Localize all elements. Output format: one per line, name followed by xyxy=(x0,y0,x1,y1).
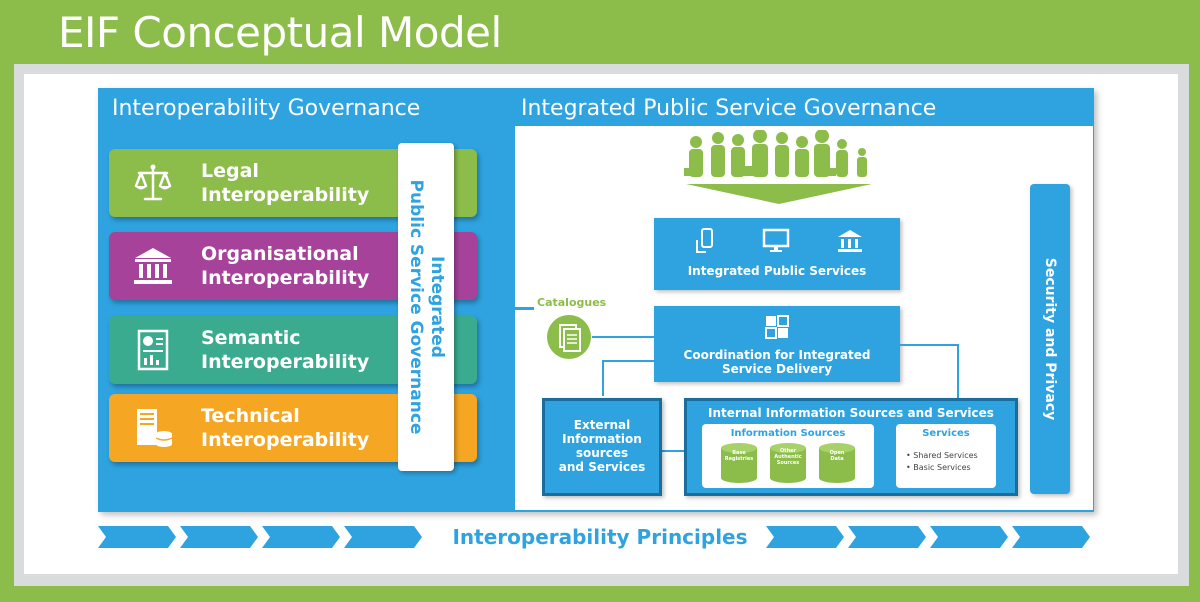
puzzle-icon xyxy=(765,315,789,339)
coordination-box: Coordination for Integrated Service Deli… xyxy=(654,306,900,382)
database-icon xyxy=(770,443,806,483)
document-chart-icon xyxy=(137,329,169,371)
people-group-icon xyxy=(684,130,872,204)
information-sources-box: Information Sources Base Registries Othe… xyxy=(702,424,874,488)
internal-information-box: Internal Information Sources and Service… xyxy=(684,398,1018,496)
list-item: • Basic Services xyxy=(906,463,971,472)
connector-coord-left-h xyxy=(603,360,654,362)
mobile-hand-icon xyxy=(696,228,713,253)
interoperability-governance-label: Interoperability Governance xyxy=(112,96,421,121)
database-icon xyxy=(819,443,855,483)
internal-information-title: Internal Information Sources and Service… xyxy=(708,406,994,420)
security-privacy-bar: Security and Privacy xyxy=(1030,184,1070,494)
layer-legal-label: Legal Interoperability xyxy=(201,160,370,206)
scales-icon xyxy=(134,164,172,201)
connector-coord-right-v xyxy=(957,344,959,398)
connector-catalogues xyxy=(592,336,654,338)
interoperability-principles-label: Interoperability Principles xyxy=(452,525,748,549)
information-sources-title: Information Sources xyxy=(730,428,846,439)
connector-line-governance xyxy=(454,307,534,310)
layer-technical-label: Technical Interoperability xyxy=(201,405,370,451)
source-other-authentic-label: Other Authentic Sources xyxy=(774,448,802,466)
catalogues-label: Catalogues xyxy=(537,296,607,309)
catalogues-icon xyxy=(547,315,591,359)
integrated-governance-vertical-label: Integrated Public Service Governance xyxy=(406,179,447,435)
connector-ext-int xyxy=(662,450,684,452)
integrated-public-service-governance-label: Integrated Public Service Governance xyxy=(521,96,937,121)
services-box: Services • Shared Services • Basic Servi… xyxy=(896,424,996,488)
principles-chevrons xyxy=(98,526,1090,548)
coordination-label: Coordination for Integrated Service Deli… xyxy=(683,348,871,376)
source-base-registries-label: Base Registries xyxy=(724,450,754,462)
integrated-public-services-label: Integrated Public Services xyxy=(687,264,867,278)
integrated-governance-vertical: Integrated Public Service Governance xyxy=(398,143,454,471)
services-list: • Shared Services • Basic Services xyxy=(906,450,978,474)
server-icon xyxy=(137,409,173,447)
external-information-box: External Information sources and Service… xyxy=(542,398,662,496)
list-item: • Shared Services xyxy=(906,451,978,460)
page-title: EIF Conceptual Model xyxy=(58,8,502,57)
database-icon xyxy=(721,443,757,483)
connector-coord-right-h xyxy=(900,344,958,346)
monitor-icon xyxy=(762,228,790,252)
integrated-public-services-box: Integrated Public Services xyxy=(654,218,900,290)
services-title: Services xyxy=(922,428,970,439)
security-privacy-label: Security and Privacy xyxy=(1042,257,1058,421)
institution-icon xyxy=(838,230,862,252)
layer-semantic-label: Semantic Interoperability xyxy=(201,327,370,373)
external-information-label: External Information sources and Service… xyxy=(558,418,646,474)
layer-organisational-label: Organisational Interoperability xyxy=(201,243,370,289)
institution-icon xyxy=(134,248,172,284)
source-open-data-label: Open Data xyxy=(829,450,845,462)
connector-coord-left-v xyxy=(602,360,604,396)
